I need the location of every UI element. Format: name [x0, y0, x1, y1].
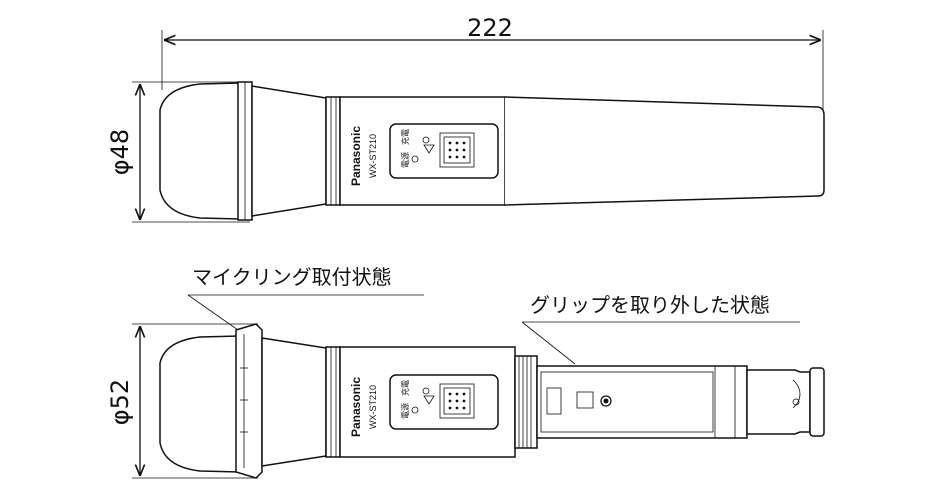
power-label-top: 電源	[401, 152, 410, 168]
brand-label-top: Panasonic	[349, 126, 363, 186]
microphone-top-view: 電源 充電 Panasonic WX-ST210	[159, 81, 825, 221]
diameter-bottom-dimension: φ52	[106, 323, 258, 479]
power-label-bottom: 電源	[401, 403, 410, 419]
brand-label-bottom: Panasonic	[349, 377, 363, 437]
charge-label-bottom: 充電	[400, 380, 410, 396]
microphone-bottom-view: 電源 充電 Panasonic WX-ST210	[159, 323, 825, 479]
length-dimension: 222	[161, 14, 824, 110]
grip-removed-label: グリップを取り外した状態	[530, 293, 770, 317]
model-label-top: WX-ST210	[368, 134, 378, 178]
mic-ring-callout: マイクリング取付状態	[187, 265, 424, 331]
model-label-bottom: WX-ST210	[368, 385, 378, 429]
diameter-top-value: φ48	[106, 129, 134, 175]
mic-ring-label: マイクリング取付状態	[192, 265, 392, 289]
diameter-top-dimension: φ48	[106, 81, 250, 223]
switch-grip-bottom	[448, 392, 466, 410]
length-value: 222	[467, 14, 513, 42]
grip-removed-callout: グリップを取り外した状態	[521, 293, 800, 365]
diameter-bottom-value: φ52	[106, 379, 134, 425]
charge-label-top: 充電	[400, 129, 410, 145]
switch-grip-top	[448, 141, 466, 159]
